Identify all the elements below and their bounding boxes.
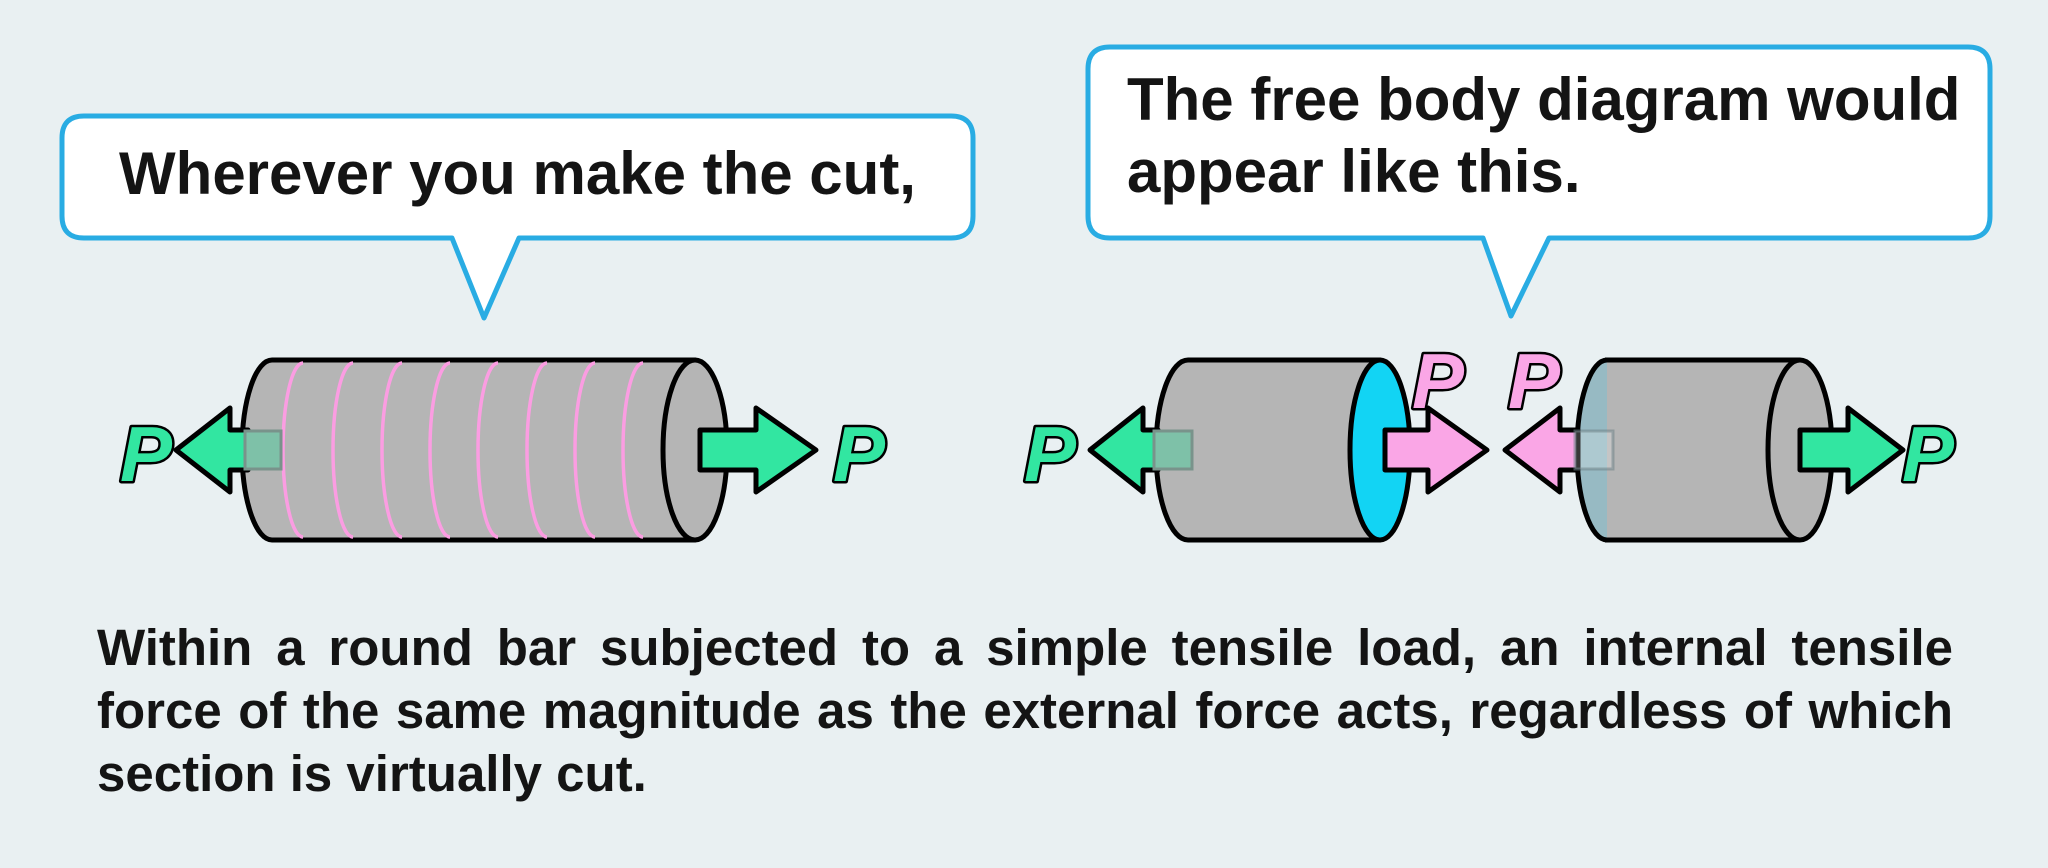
speech-bubble-right-shape (1085, 44, 1993, 319)
embedded-arrow-tail-left-half (1152, 429, 1194, 471)
internal-force-label-p-2: P (1508, 337, 1561, 425)
speech-bubble-right-line-2: appear like this. (1127, 138, 1581, 205)
virtual-cut-lines (281, 361, 644, 539)
speech-bubble-right-line-1: The free body diagram would (1127, 66, 1961, 133)
speech-bubble-left-shape (59, 113, 976, 321)
force-label-p-left-2: P (1024, 410, 1077, 498)
solid-bar-diagram: P P (118, 357, 889, 543)
speech-bubble-right-text: The free body diagram would appear like … (1127, 64, 1987, 208)
internal-force-arrow-left-pointing (1502, 405, 1581, 495)
caption-paragraph: Within a round bar subjected to a simple… (97, 616, 1953, 805)
force-label-p-left: P (120, 410, 173, 498)
internal-force-label-p-1: P (1412, 337, 1465, 425)
speech-bubble-left-text: Wherever you make the cut, (119, 140, 916, 207)
caption-line-2: force of the same magnitude as the exter… (97, 682, 1953, 739)
free-body-diagram: P P P P (1022, 335, 1958, 543)
bar-cylinder-body (239, 357, 698, 543)
external-force-arrow-right-2 (1797, 405, 1906, 495)
caption-line-1: Within a round bar subjected to a simple… (97, 619, 1953, 676)
caption-line-3: section is virtually cut. (97, 745, 647, 802)
force-label-p-right: P (833, 410, 886, 498)
external-force-arrow-left (173, 405, 251, 495)
external-force-arrow-right (697, 405, 819, 495)
embedded-arrow-tail-left (243, 429, 283, 471)
external-force-arrow-left-half (1087, 405, 1161, 495)
embedded-pink-tail-overlay (1573, 429, 1615, 471)
force-label-p-right-2: P (1902, 410, 1955, 498)
internal-force-arrow-right-pointing (1382, 405, 1490, 495)
